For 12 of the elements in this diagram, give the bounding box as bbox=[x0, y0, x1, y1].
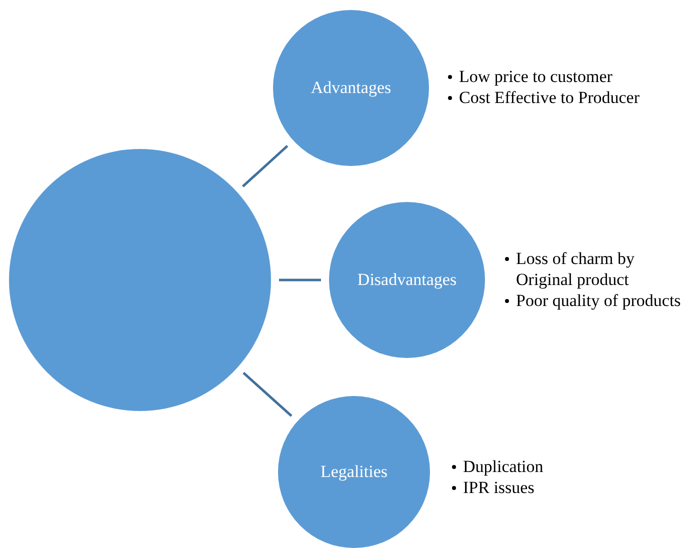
connector-line bbox=[279, 278, 321, 282]
bullet-item: IPR issues bbox=[450, 477, 650, 498]
node-label: Disadvantages bbox=[357, 270, 457, 290]
node-label: Legalities bbox=[320, 462, 388, 482]
bullet-item: Poor quality of products bbox=[503, 290, 689, 311]
bullet-item: Low price to customer bbox=[446, 66, 686, 87]
bullet-item: Duplication bbox=[450, 456, 650, 477]
bullet-item: Loss of charm by Original product bbox=[503, 248, 689, 290]
bullet-item: Cost Effective to Producer bbox=[446, 87, 686, 108]
node-label: Advantages bbox=[310, 78, 392, 98]
connector-line bbox=[242, 372, 292, 417]
connector-line bbox=[242, 144, 288, 188]
